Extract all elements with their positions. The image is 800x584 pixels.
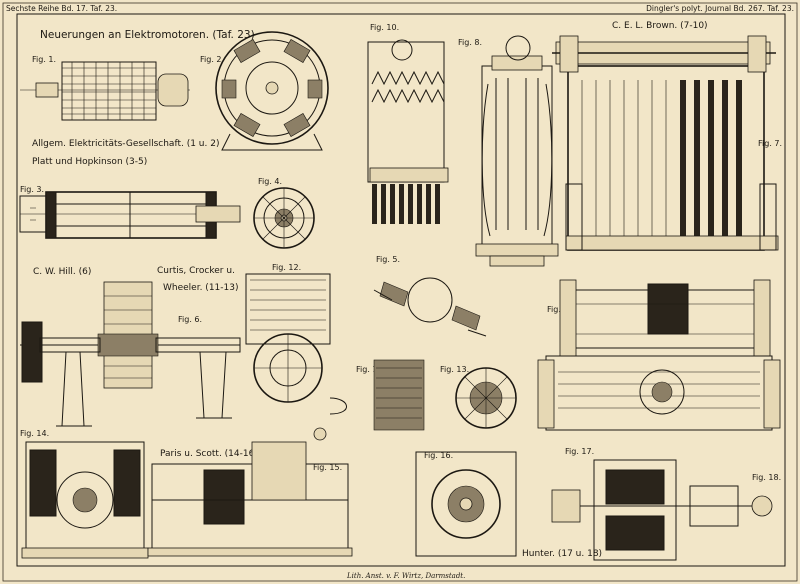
- fig-5-drawing: [373, 277, 487, 337]
- fig-17-drawing: [537, 355, 781, 431]
- plate-title: Neuerungen an Elektromotoren. (Taf. 23): [40, 29, 255, 41]
- fig-15-drawing: [147, 441, 353, 557]
- fig-1-label: Fig. 1.: [32, 55, 56, 64]
- fig-15-label: Fig. 15.: [313, 463, 342, 472]
- attribution-brown: C. E. L. Brown. (7-10): [612, 21, 708, 31]
- attribution-curtis-line2: Wheeler. (11-13): [163, 283, 239, 293]
- attribution-paris: Paris u. Scott. (14-16): [160, 449, 258, 459]
- fig-5-label: Fig. 5.: [376, 255, 400, 264]
- fig-9-drawing: [559, 279, 771, 357]
- fig-7-label: Fig. 7.: [758, 139, 782, 148]
- fig-12-drawing: [245, 273, 347, 441]
- fig-7-drawing: [552, 35, 779, 251]
- fig-16-label: Fig. 16.: [424, 451, 453, 460]
- fig-8-drawing: [475, 35, 559, 267]
- fig-18-drawing: [551, 459, 773, 561]
- header-right: Dingler's polyt. Journal Bd. 267. Taf. 2…: [646, 4, 794, 13]
- fig-4-label: Fig. 4.: [258, 177, 282, 186]
- header-left: Sechste Reihe Bd. 17. Taf. 23.: [6, 4, 117, 13]
- fig-6-label: Fig. 6.: [178, 315, 202, 324]
- fig-3-drawing: [19, 191, 241, 239]
- attribution-hunter: Hunter. (17 u. 18): [522, 549, 602, 559]
- fig-16-drawing: [415, 451, 517, 557]
- fig-13-drawing: [455, 367, 517, 429]
- fig-18-label: Fig. 18.: [752, 473, 781, 482]
- fig-13-label: Fig. 13.: [440, 365, 469, 374]
- fig-12-label: Fig. 12.: [272, 263, 301, 272]
- fig-2-label: Fig. 2.: [200, 55, 224, 64]
- fig-14-drawing: [21, 441, 149, 559]
- fig-8-label: Fig. 8.: [458, 38, 482, 47]
- attribution-curtis-line1: Curtis, Crocker u.: [157, 266, 235, 276]
- attribution-hill: C. W. Hill. (6): [33, 267, 91, 277]
- fig-17-label: Fig. 17.: [565, 447, 594, 456]
- fig-11-drawing: [373, 359, 425, 431]
- fig-2-drawing: [215, 31, 329, 151]
- plate-frame: [16, 13, 786, 567]
- attribution-aeg: Allgem. Elektricitäts-Gesellschaft. (1 u…: [32, 139, 219, 149]
- fig-11-label: Fig. 11.: [356, 365, 385, 374]
- fig-10-label: Fig. 10.: [370, 23, 399, 32]
- fig-10-drawing: [367, 39, 449, 224]
- lithographer-imprint: Lith. Anst. v. F. Wirtz, Darmstadt.: [346, 572, 465, 580]
- fig-4-drawing: [253, 187, 315, 249]
- fig-6-drawing: [20, 281, 241, 427]
- fig-3-label: Fig. 3.: [20, 185, 44, 194]
- fig-1-drawing: [20, 61, 190, 121]
- attribution-platt: Platt und Hopkinson (3-5): [32, 157, 147, 167]
- fig-9-label: Fig. 9.: [547, 305, 571, 314]
- fig-14-label: Fig. 14.: [20, 429, 49, 438]
